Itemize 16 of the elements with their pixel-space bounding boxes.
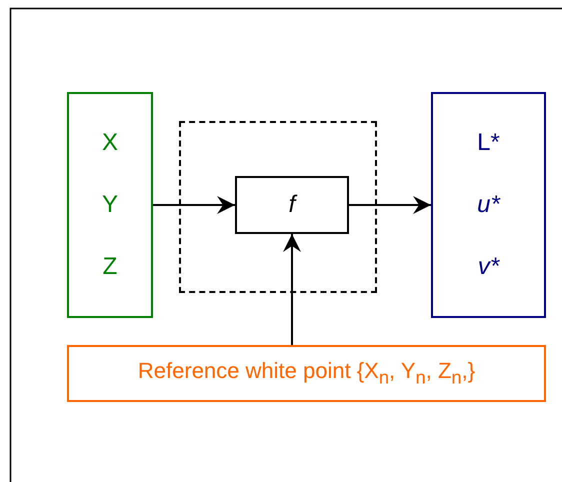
arrow	[283, 234, 301, 345]
variable-label: X	[102, 131, 118, 155]
input-box	[67, 92, 153, 318]
variable-label: Y	[102, 193, 118, 217]
arrow	[153, 196, 235, 214]
box-shape	[179, 121, 377, 293]
output-box	[431, 92, 546, 318]
arrow	[349, 196, 431, 214]
node-label: f	[288, 193, 296, 217]
function-box	[235, 176, 349, 234]
variable-label: u*	[477, 193, 500, 217]
node-label: Reference white point {X$_{n}$, Y$_{n}$, Z$_{n}$,}	[138, 360, 476, 387]
variable-label: L*	[477, 131, 500, 155]
reference-box	[67, 345, 546, 402]
variable-label: v*	[478, 255, 500, 279]
variable-label: Z	[102, 255, 118, 279]
